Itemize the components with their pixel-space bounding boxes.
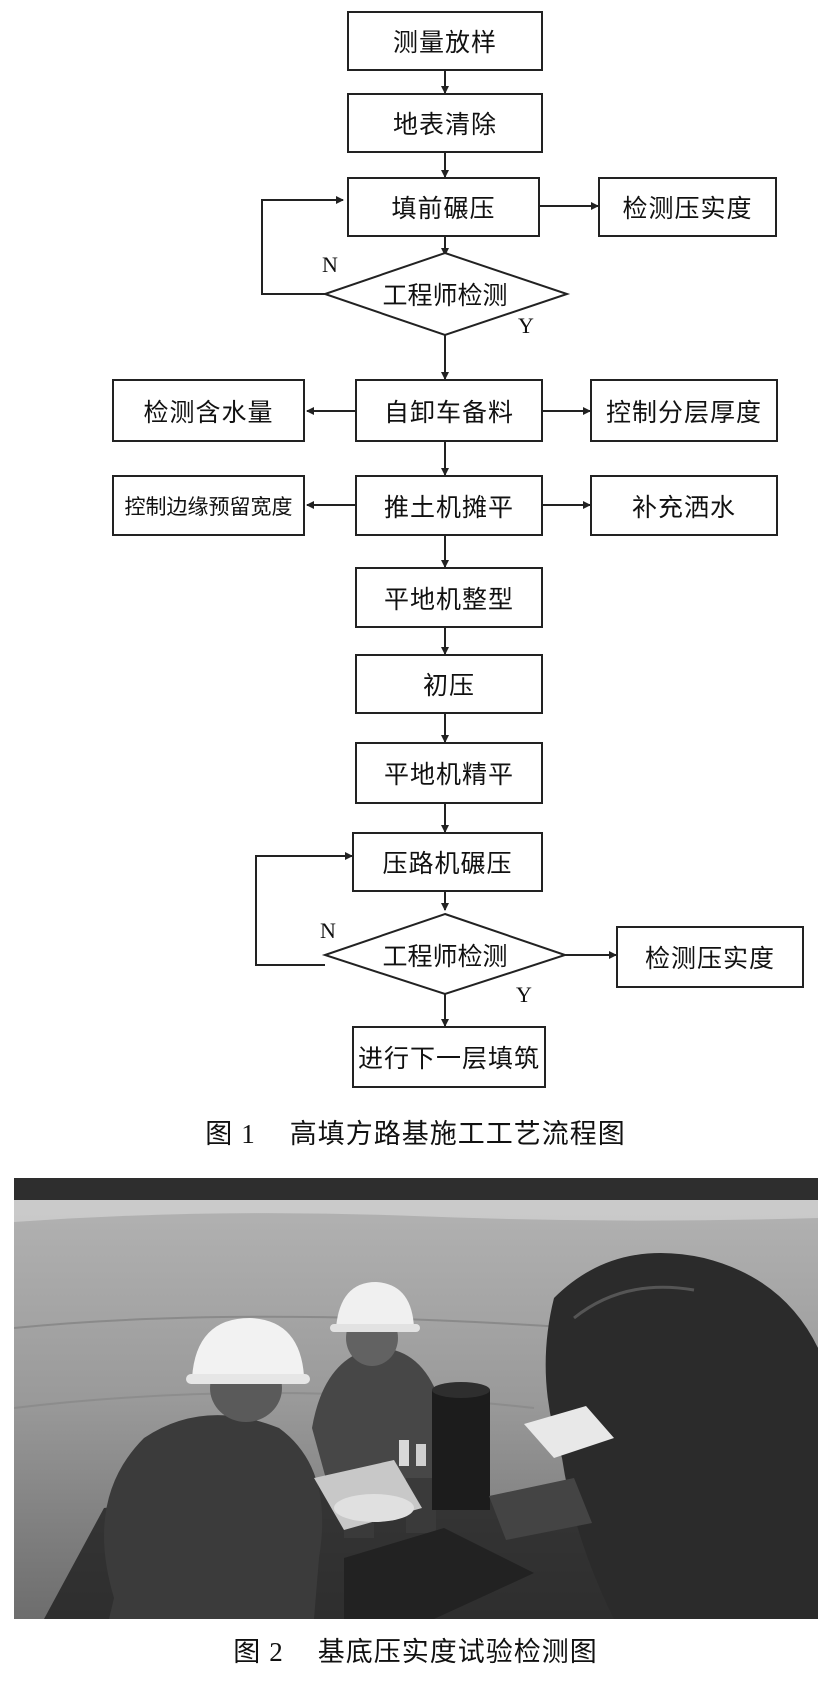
decision-diamond-1 [321, 251, 571, 337]
label-yes-2: Y [516, 982, 532, 1007]
figure-1-caption-text: 高填方路基施工工艺流程图 [289, 1119, 626, 1150]
figure-2-caption-text: 基底压实度试验检测图 [317, 1637, 598, 1668]
figure-2-caption-number: 2 [269, 1637, 284, 1667]
step-edge-width-control: 控制边缘预留宽度 [112, 475, 305, 536]
step-surface-clearing: 地表清除 [347, 93, 543, 153]
step-pre-fill-compaction: 填前碾压 [347, 177, 540, 237]
step-density-check-2: 检测压实度 [616, 926, 804, 988]
figure-1-caption-prefix: 图 [205, 1119, 234, 1150]
label-yes-1: Y [518, 313, 534, 338]
loop-back-roller [255, 852, 353, 966]
step-initial-pressing: 初压 [355, 654, 543, 714]
flowchart-connectors [255, 71, 617, 1027]
figure-1-caption-number: 1 [241, 1119, 256, 1149]
label-no-2: N [320, 918, 336, 943]
step-next-layer-filling: 进行下一层填筑 [352, 1026, 546, 1088]
decision-engineer-inspection-2: 工程师检测 [382, 942, 508, 971]
label-no-1: N [322, 252, 338, 277]
step-add-water: 补充洒水 [590, 475, 778, 536]
decision-engineer-inspection-1: 工程师检测 [382, 281, 508, 310]
step-grader-shaping: 平地机整型 [355, 567, 543, 628]
step-dump-truck-stockpile: 自卸车备料 [355, 379, 543, 442]
figure-2-caption-prefix: 图 [233, 1637, 262, 1668]
step-survey: 测量放样 [347, 11, 543, 71]
compaction-test-photo [14, 1178, 818, 1619]
step-layer-thickness-control: 控制分层厚度 [590, 379, 778, 442]
step-grader-fine-leveling: 平地机精平 [355, 742, 543, 804]
step-bulldozer-spreading: 推土机摊平 [355, 475, 543, 536]
step-density-check-1: 检测压实度 [598, 177, 777, 237]
loop-back-precompact [261, 196, 344, 295]
step-moisture-check: 检测含水量 [112, 379, 305, 442]
photo-illustration [14, 1178, 818, 1619]
decision-diamond-2 [321, 912, 569, 996]
step-roller-compaction: 压路机碾压 [352, 832, 543, 892]
flowchart-figure-1: 测量放样 地表清除 填前碾压 检测压实度 工程师检测 N Y 检测含水量 自卸车… [112, 11, 804, 1088]
